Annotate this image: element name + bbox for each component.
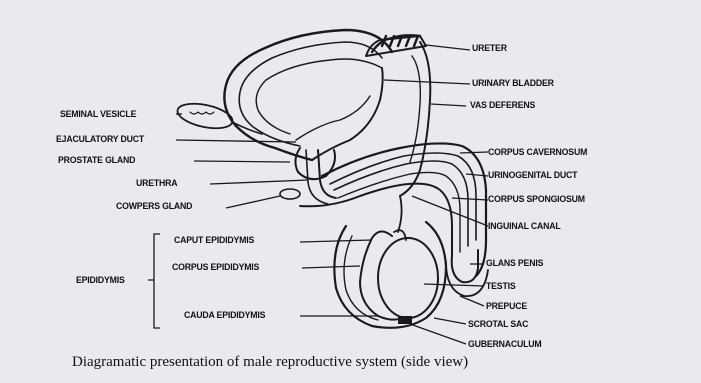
label-cauda-epididymis: CAUDA EPIDIDYMIS (184, 310, 265, 321)
label-seminal-vesicle: SEMINAL VESICLE (60, 109, 136, 120)
label-scrotal-sac: SCROTAL SAC (468, 319, 528, 330)
urinary-bladder-outline (224, 30, 392, 160)
label-corpus-epididymis: CORPUS EPIDIDYMIS (172, 262, 259, 273)
label-inguinal-canal: INGUINAL CANAL (488, 221, 561, 232)
label-vas-deferens: VAS DEFERENS (470, 100, 535, 111)
inguinal-canal-drawing (398, 196, 402, 232)
label-corpus-cavernosum: CORPUS CAVERNOSUM (488, 147, 587, 158)
label-prepuce: PREPUCE (486, 301, 527, 312)
label-cowpers-gland: COWPERS GLAND (116, 201, 192, 212)
epididymis-drawing (360, 231, 402, 319)
glans-penis-drawing (452, 250, 478, 282)
gubernaculum-drawing (398, 316, 412, 324)
label-epididymis: EPIDIDYMIS (76, 275, 125, 286)
cowpers-gland-drawing (280, 189, 300, 199)
label-glans-penis: GLANS PENIS (486, 258, 543, 269)
bladder-inner-wall-2 (256, 59, 382, 134)
label-urinary-bladder: URINARY BLADDER (472, 78, 554, 89)
figure-caption: Diagramatic presentation of male reprodu… (72, 354, 468, 371)
label-urinogenital-duct: URINOGENITAL DUCT (488, 170, 577, 181)
label-caput-epididymis: CAPUT EPIDIDYMIS (174, 235, 254, 246)
label-testis: TESTIS (486, 281, 515, 292)
label-urethra: URETHRA (136, 178, 177, 189)
testis-drawing (378, 238, 438, 318)
bladder-base (312, 68, 383, 160)
prostate-drawing (295, 148, 335, 179)
label-ejaculatory-duct: EJACULATORY DUCT (56, 134, 144, 145)
label-prostate-gland: PROSTATE GLAND (58, 155, 135, 166)
label-gubernaculum: GUBERNACULUM (468, 339, 542, 350)
penis-outer-top (322, 143, 486, 276)
epididymis-bracket (148, 234, 160, 328)
label-corpus-spongiosum: CORPUS SPONGIOSUM (488, 194, 585, 205)
label-ureter: URETER (472, 43, 507, 54)
